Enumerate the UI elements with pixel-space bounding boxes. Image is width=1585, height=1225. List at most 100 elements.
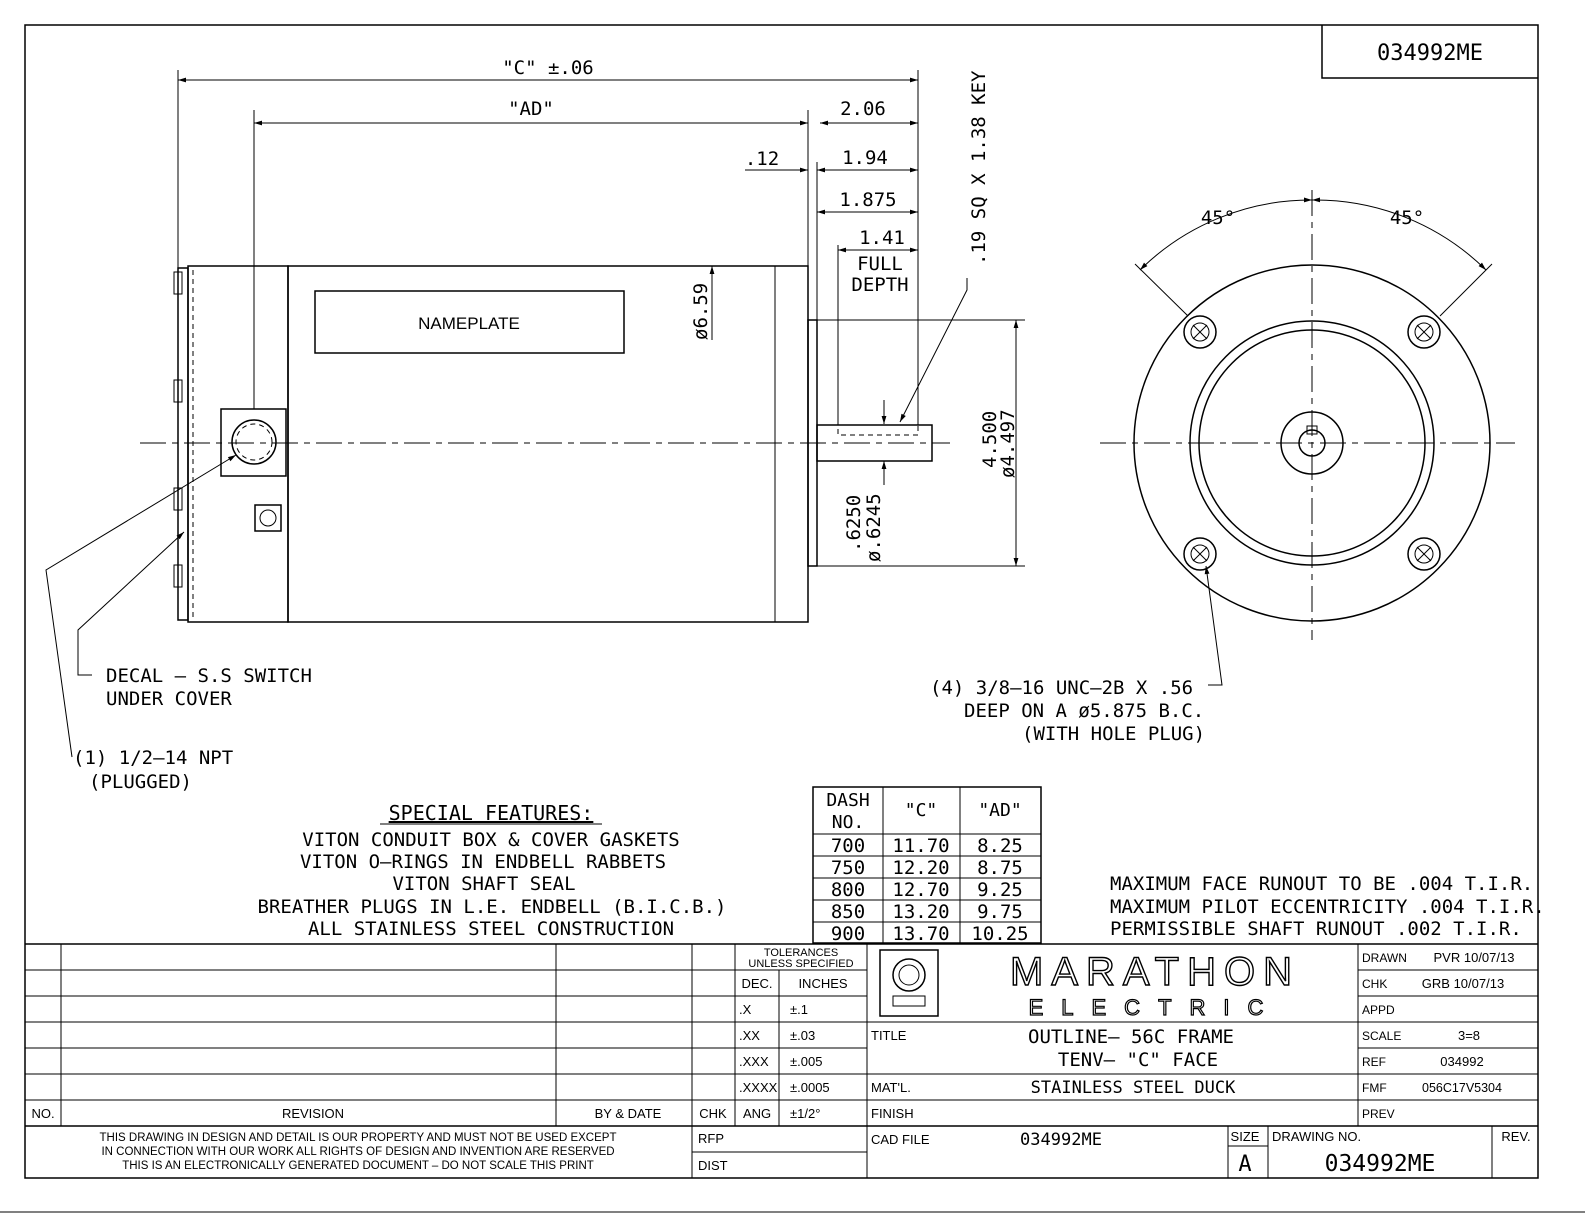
tol-row-value: ±.005 [790,1054,822,1069]
matl-label: MAT'L. [871,1080,911,1095]
dim-1875: 1.875 [839,189,896,211]
runout-note: MAXIMUM FACE RUNOUT TO BE .004 T.I.R. [1110,873,1533,895]
table-cell: 13.20 [892,901,949,923]
table-cell: 13.70 [892,923,949,945]
table-cell: 850 [831,901,865,923]
nameplate-label: NAMEPLATE [418,314,520,333]
hole-callout-3: (WITH HOLE PLUG) [1022,723,1205,745]
key-callout: .19 SQ X 1.38 KEY [968,70,990,265]
dwg-no-label: DRAWING NO. [1272,1129,1361,1144]
dwg-no-value: 034992ME [1325,1151,1436,1177]
fmf-value: 056C17V5304 [1422,1081,1502,1095]
rfp-label: RFP [698,1131,724,1146]
fmf-label: FMF [1362,1081,1387,1095]
table-cell: 8.25 [977,835,1023,857]
table-cell: 700 [831,835,865,857]
notice-line: THIS DRAWING IN DESIGN AND DETAIL IS OUR… [100,1132,617,1144]
dim-dia659: ø6.59 [690,283,712,340]
special-features: SPECIAL FEATURES: VITON CONDUIT BOX & CO… [258,801,727,940]
table-cell: 12.70 [892,879,949,901]
dim-206: 2.06 [840,98,886,120]
size-label: SIZE [1231,1129,1260,1144]
tol-row-value: ±.1 [790,1002,808,1017]
table-cell: 800 [831,879,865,901]
rev-header-revision: REVISION [282,1106,344,1121]
chk-value: GRB 10/07/13 [1422,976,1504,991]
feature-item: VITON CONDUIT BOX & COVER GASKETS [302,829,680,851]
motor-frame [287,265,809,623]
title-block: NO. REVISION BY & DATE CHK TOLERANCES UN… [25,943,1538,1178]
ref-label: REF [1362,1055,1386,1069]
dim-194: 1.94 [842,147,888,169]
table-header-ad: "AD" [978,800,1021,821]
hole-callout-1: (4) 3/8–16 UNC–2B X .56 [930,677,1193,699]
feature-item: BREATHER PLUGS IN L.E. ENDBELL (B.I.C.B.… [258,896,727,918]
tol-row-label: .XX [739,1028,760,1043]
drawn-value: PVR 10/07/13 [1434,950,1515,965]
shaft-end [1280,411,1344,475]
table-cell: 900 [831,923,865,945]
title-label: TITLE [871,1028,907,1043]
dim-shaft-a: .6250 [843,495,865,552]
table-cell: 8.75 [977,857,1023,879]
switch-decal [254,504,282,532]
conduit-plug [231,419,277,465]
rev-header-chk: CHK [699,1106,727,1121]
table-cell: 9.25 [977,879,1023,901]
table-cell: 12.20 [892,857,949,879]
chk-label: CHK [1362,977,1387,991]
tol-row-value: ±1/2° [790,1106,820,1121]
tol-title-2: UNLESS SPECIFIED [748,958,853,970]
tol-row-label: ANG [743,1106,771,1121]
end-plate [177,267,189,621]
feature-item: VITON SHAFT SEAL [392,873,575,895]
dim-pilot-b: ø4.497 [997,409,1019,478]
table-cell: 11.70 [892,835,949,857]
motor-end-view: 45° 45° (4) 3/8–16 UNC–2B X .56 DEEP ON … [930,190,1515,745]
tol-row-label: .X [739,1002,752,1017]
cad-file: 034992ME [1020,1130,1102,1150]
cad-label: CAD FILE [871,1132,930,1147]
dash-number-table: DASH NO. "C" "AD" 700 11.70 8.25 750 12.… [812,786,1042,945]
runout-note: MAXIMUM PILOT ECCENTRICITY .004 T.I.R. [1110,896,1545,918]
table-cell: 9.75 [977,901,1023,923]
table-header-dash: DASH [826,790,869,811]
dist-label: DIST [698,1158,728,1173]
shaft-key [837,424,919,436]
dim-depth: DEPTH [851,274,908,296]
tol-row-label: .XXXX [739,1080,778,1095]
top-drawing-number: 034992ME [1377,41,1483,66]
bolt-holes [1183,315,1441,571]
matl-value: STAINLESS STEEL DUCK [1031,1078,1236,1098]
rev-header-no: NO. [31,1106,54,1121]
tol-row-value: ±.0005 [790,1080,830,1095]
dim-ad: "AD" [508,98,554,120]
title-line-2: TENV– "C" FACE [1058,1049,1218,1071]
dim-012: .12 [745,148,779,170]
prev-label: PREV [1362,1107,1395,1121]
rev-label: REV. [1501,1129,1530,1144]
dim-full: FULL [857,253,903,275]
tol-inches: INCHES [798,976,847,991]
notice-line: THIS IS AN ELECTRONICALLY GENERATED DOCU… [122,1160,594,1172]
motor-side-view: NAMEPLATE "C" ±.06 "AD" 2.06 .12 1.94 [45,57,1025,793]
dim-c-overall: "C" ±.06 [502,57,594,79]
table-cell: 10.25 [971,923,1028,945]
feature-item: ALL STAINLESS STEEL CONSTRUCTION [308,918,674,940]
marathon-electric-logo: MARATHON ELECTRIC [879,949,1293,1021]
tol-title-1: TOLERANCES [764,947,838,959]
special-features-heading: SPECIAL FEATURES: [389,801,594,825]
drawn-label: DRAWN [1362,951,1407,965]
runout-note: PERMISSIBLE SHAFT RUNOUT .002 T.I.R. [1110,918,1522,940]
appd-label: APPD [1362,1003,1395,1017]
scale-label: SCALE [1362,1029,1401,1043]
dim-pilot-a: 4.500 [979,411,1001,468]
npt-label-1: (1) 1/2–14 NPT [73,747,233,769]
notice-line: IN CONNECTION WITH OUR WORK ALL RIGHTS O… [101,1146,614,1158]
angle-left: 45° [1201,207,1235,229]
end-bell [187,265,289,623]
angle-right: 45° [1390,207,1424,229]
feature-item: VITON O–RINGS IN ENDBELL RABBETS [300,851,666,873]
dim-141: 1.41 [859,227,905,249]
tol-dec: DEC. [741,976,772,991]
